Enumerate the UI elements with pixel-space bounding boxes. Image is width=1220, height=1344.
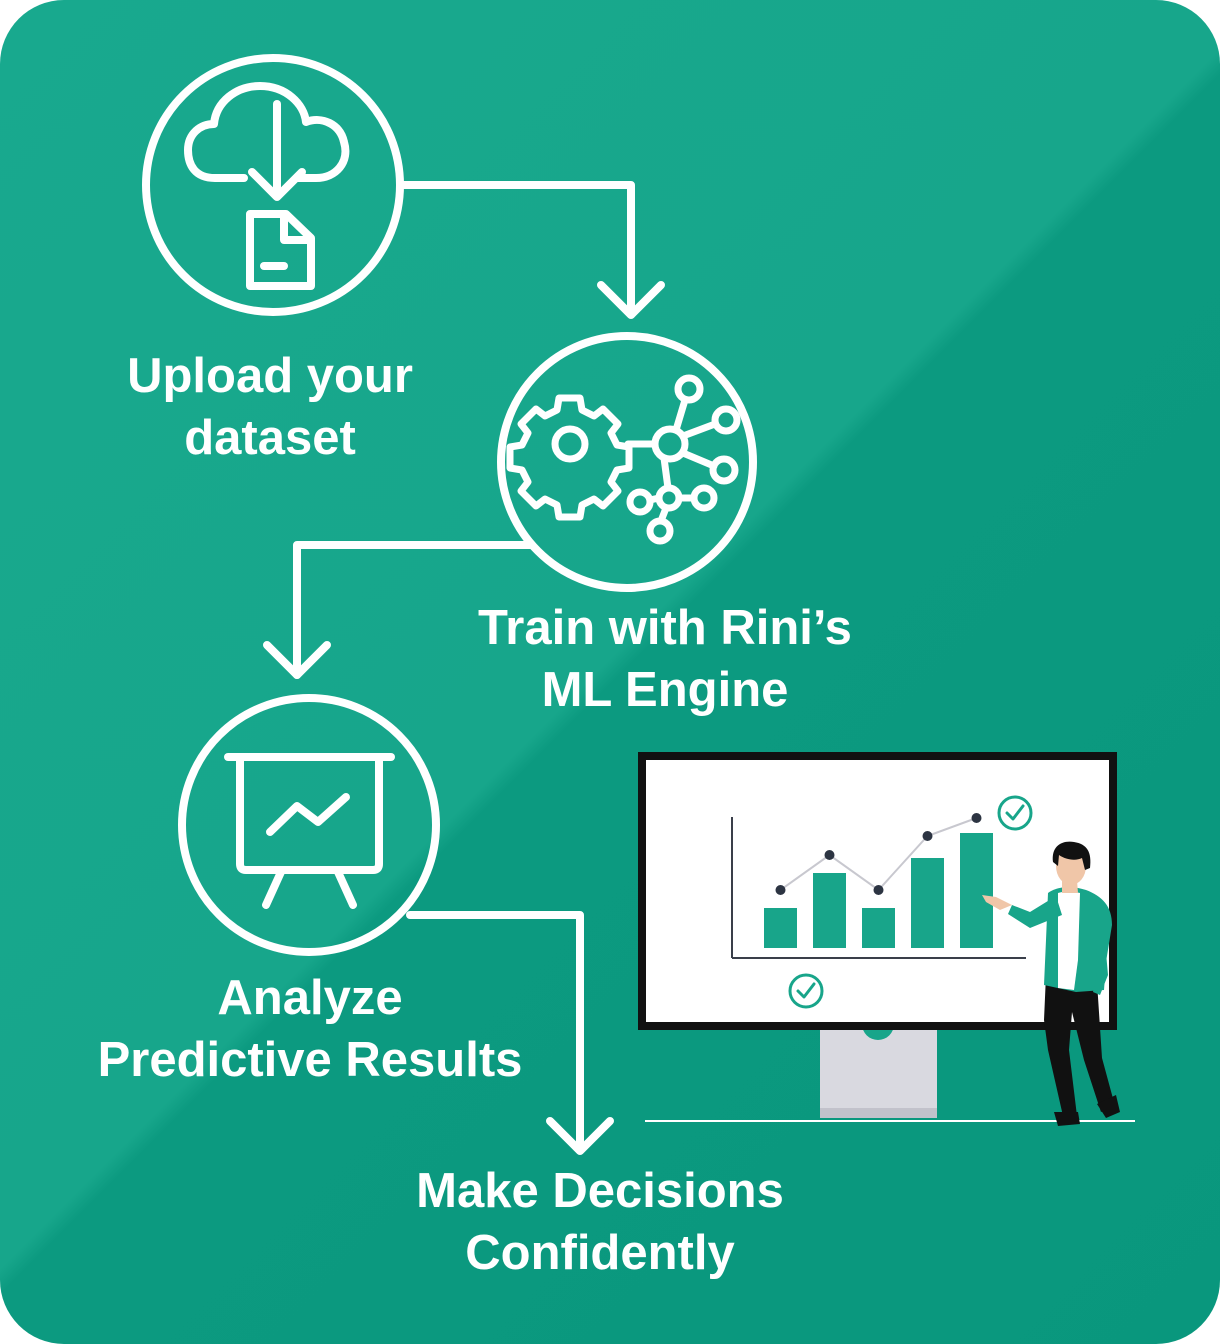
upload-step-icon	[142, 54, 404, 316]
analyze-step-icon	[178, 694, 440, 956]
cloud-download-document-icon	[184, 82, 350, 290]
train-step-label: Train with Rini’s ML Engine	[478, 601, 852, 717]
presenter-person	[982, 841, 1120, 1126]
chart-bar	[911, 858, 944, 948]
chart-bar	[960, 833, 993, 948]
chart-point	[775, 885, 786, 895]
chart-bar	[813, 873, 846, 948]
gear-network-icon	[506, 374, 741, 545]
chart-point	[873, 885, 884, 895]
upload-step-label: Upload your dataset	[127, 349, 413, 465]
presentation-chart-icon	[224, 753, 395, 909]
chart-bar	[764, 908, 797, 948]
chart-bar	[862, 908, 895, 948]
chart-point	[971, 813, 982, 823]
check-badge-bottom	[788, 973, 824, 1009]
decide-step-label: Make Decisions Confidently	[416, 1164, 784, 1280]
chart-bars	[764, 813, 993, 948]
connector-train-to-analyze	[263, 541, 534, 679]
analyze-step-label: Analyze Predictive Results	[97, 971, 523, 1087]
check-badge-top	[997, 795, 1033, 831]
connector-upload-to-train	[399, 181, 665, 319]
chart-point	[824, 850, 835, 860]
train-step-icon	[497, 332, 757, 592]
chart-axes	[731, 817, 1026, 959]
chart-point	[922, 831, 933, 841]
person-presenting-bar-chart	[638, 752, 1135, 1126]
connector-analyze-to-decide	[406, 911, 614, 1155]
gear-icon	[506, 394, 633, 521]
